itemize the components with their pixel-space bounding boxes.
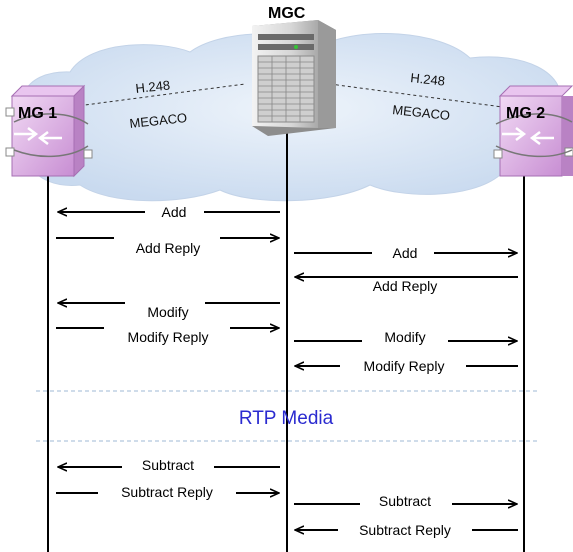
message-label-m4: Add Reply — [373, 278, 438, 294]
message-label-m2: Add Reply — [136, 240, 201, 256]
message-label-m8: Modify Reply — [364, 358, 445, 374]
message-label-m11: Subtract — [379, 493, 431, 509]
message-m4: Add Reply — [295, 277, 518, 294]
message-label-m5: Modify — [147, 304, 188, 320]
message-m12: Subtract Reply — [295, 522, 518, 538]
message-m10: Subtract Reply — [56, 484, 279, 500]
message-m6: Modify Reply — [56, 328, 279, 345]
mg1-gateway-icon — [5, 84, 93, 178]
message-label-m7: Modify — [384, 329, 425, 345]
message-label-m12: Subtract Reply — [359, 522, 451, 538]
mg1-label: MG 1 — [18, 105, 57, 122]
mg2-gateway-icon — [493, 85, 573, 177]
message-label-m3: Add — [393, 245, 418, 261]
mgc-server-icon — [252, 20, 336, 136]
right-megaco-label: MEGACO — [392, 102, 451, 123]
message-m1: Add — [58, 204, 280, 220]
right-protocol-label: H.248 — [410, 70, 446, 89]
left-megaco-label: MEGACO — [129, 110, 188, 131]
left-protocol-label: H.248 — [135, 77, 171, 96]
message-label-m10: Subtract Reply — [121, 484, 213, 500]
message-label-m1: Add — [162, 204, 187, 220]
link-mgc-mg1 — [61, 83, 246, 109]
message-label-m6: Modify Reply — [128, 329, 209, 345]
mgc-label: MGC — [268, 5, 306, 22]
mg2-label: MG 2 — [506, 105, 545, 122]
message-m3: Add — [294, 245, 517, 261]
link-mgc-mg2 — [329, 83, 511, 109]
message-m11: Subtract — [294, 493, 517, 509]
message-arrows: Add Add Reply Add Add Reply Modify — [56, 204, 518, 538]
message-label-m9: Subtract — [142, 457, 194, 473]
message-m7: Modify — [294, 329, 517, 345]
rtp-media-label: RTP Media — [239, 408, 334, 429]
message-m5: Modify — [58, 303, 280, 320]
message-m9: Subtract — [58, 457, 280, 473]
message-m8: Modify Reply — [295, 358, 518, 374]
message-m2: Add Reply — [56, 238, 279, 256]
